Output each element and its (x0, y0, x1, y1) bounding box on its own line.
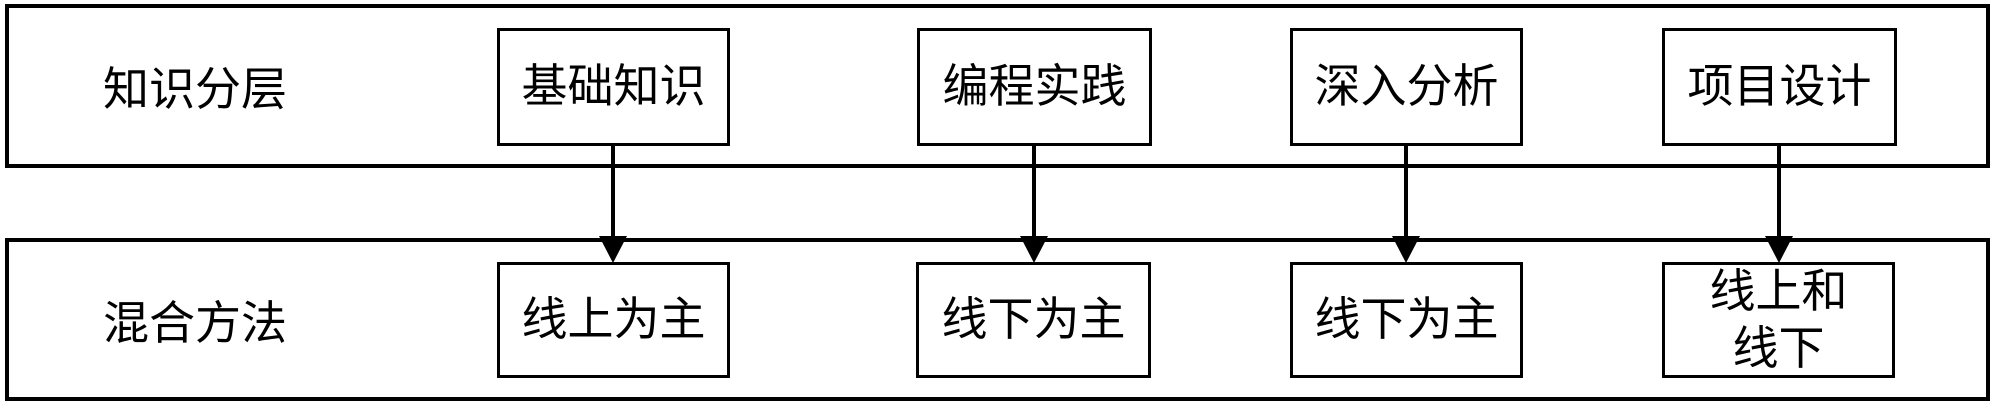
arrowhead-down-icon (599, 236, 627, 263)
bottom-box-mainly-offline-2: 线下为主 (1290, 262, 1523, 378)
arrow-shaft (1404, 146, 1408, 238)
arrow-shaft (611, 146, 615, 238)
down-arrow-4 (1765, 146, 1793, 263)
down-arrow-3 (1392, 146, 1420, 263)
row-label-knowledge-layers: 知识分层 (103, 63, 287, 115)
bottom-box-mainly-offline-1: 线下为主 (916, 262, 1151, 378)
down-arrow-2 (1020, 146, 1048, 263)
row-label-mixed-method: 混合方法 (103, 296, 287, 349)
arrowhead-down-icon (1020, 236, 1048, 263)
arrow-shaft (1777, 146, 1781, 238)
top-box-deep-analysis: 深入分析 (1290, 28, 1523, 146)
bottom-box-mainly-online: 线上为主 (497, 262, 730, 378)
top-box-basic-knowledge: 基础知识 (497, 28, 730, 146)
top-box-project-design: 项目设计 (1662, 28, 1897, 146)
arrowhead-down-icon (1765, 236, 1793, 263)
down-arrow-1 (599, 146, 627, 263)
bottom-box-online-and-offline: 线上和 线下 (1662, 262, 1895, 378)
top-box-programming-practice: 编程实践 (917, 28, 1152, 146)
arrow-shaft (1032, 146, 1036, 238)
arrowhead-down-icon (1392, 236, 1420, 263)
